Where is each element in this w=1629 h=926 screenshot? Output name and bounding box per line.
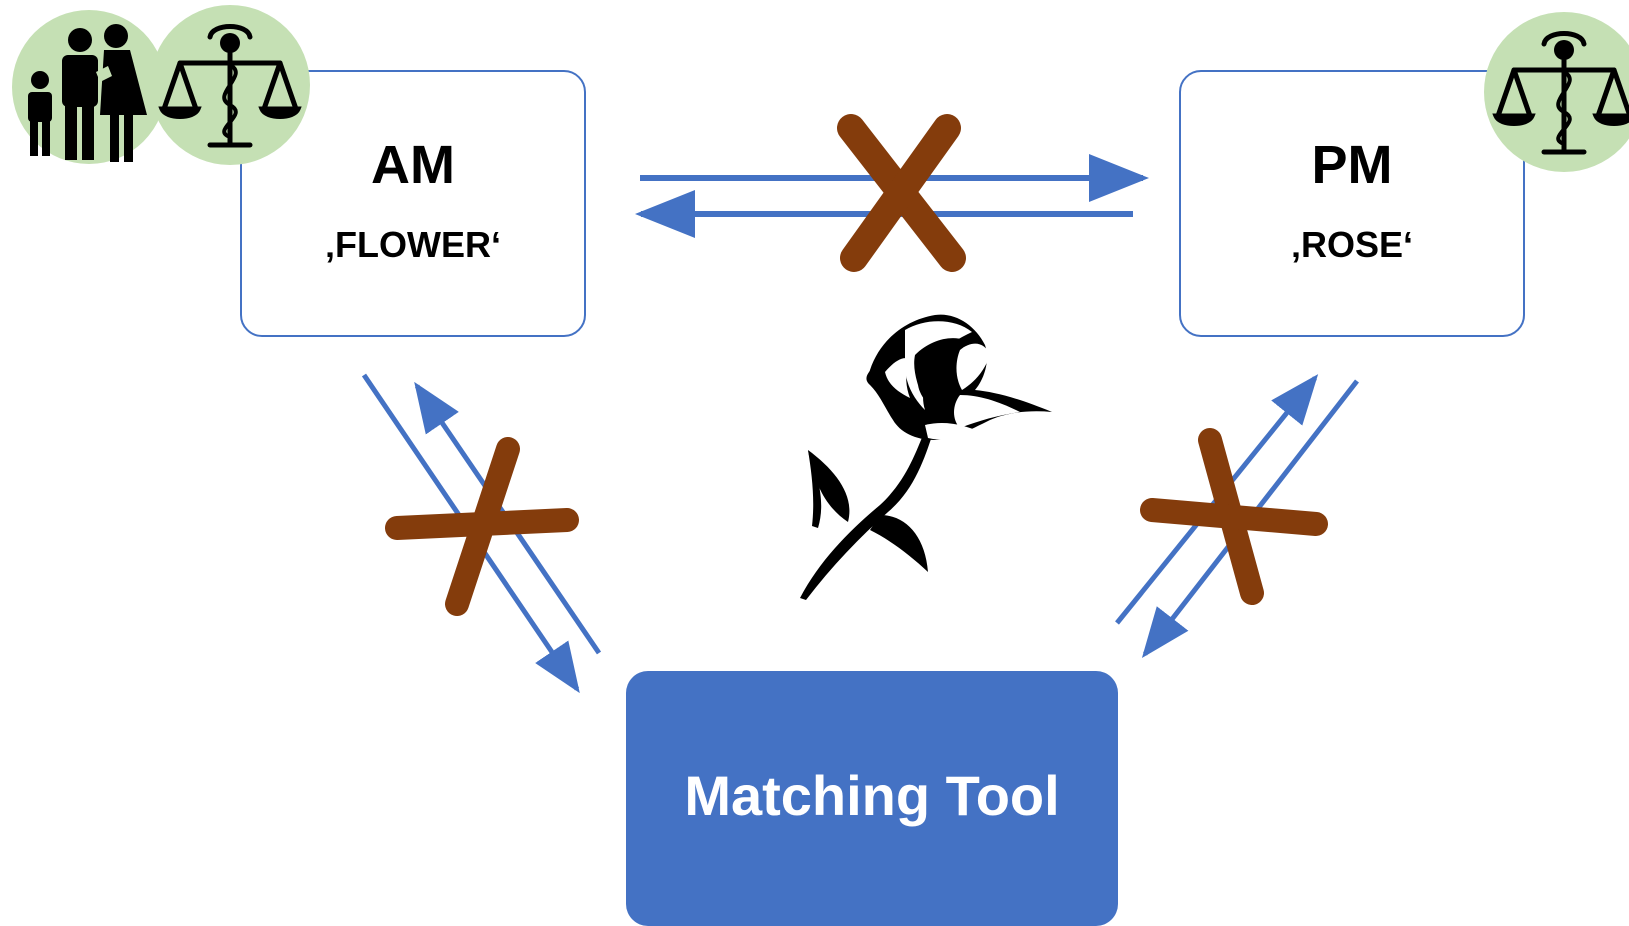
scales-of-justice-icon [150, 5, 310, 165]
pm-box: PM ‚ROSE‘ [1179, 70, 1525, 337]
cross-x-icon [385, 437, 579, 616]
pm-subtitle: ‚ROSE‘ [1290, 224, 1414, 265]
am-title: AM [371, 135, 455, 195]
matching-tool-label: Matching Tool [684, 764, 1060, 827]
scales-of-justice-icon [1484, 12, 1629, 172]
cross-x-icon [1140, 428, 1328, 605]
cross-x-icon [837, 114, 966, 272]
am-subtitle: ‚FLOWER‘ [325, 224, 501, 265]
matching-tool-box: Matching Tool [626, 671, 1118, 926]
family-icon [12, 10, 166, 164]
rose-icon [800, 314, 1052, 600]
pm-title: PM [1311, 135, 1393, 195]
